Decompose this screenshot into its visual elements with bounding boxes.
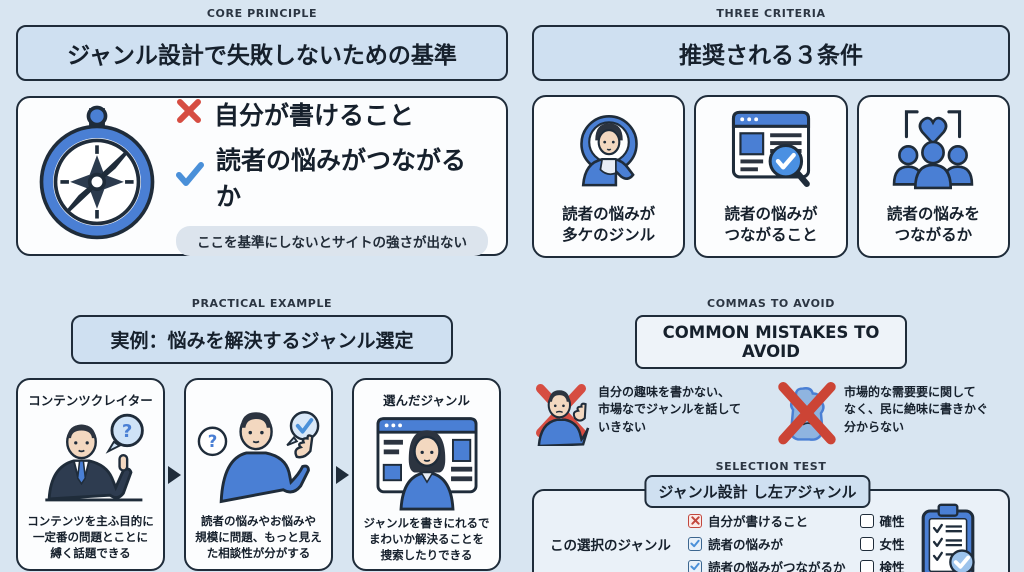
arrow-right-icon bbox=[336, 465, 349, 484]
option-label: 検性 bbox=[879, 560, 905, 572]
check-mark-icon bbox=[176, 161, 204, 193]
checkbox-check-icon[interactable] bbox=[688, 559, 702, 572]
example-step-card: ? 読者の悩みやお悩みや 規模に問題、もっと見え た相談性が分がする bbox=[184, 378, 333, 571]
step-caption: コンテンツを主ふ目的に 一定番の問題とことに 縛く話題できる bbox=[27, 513, 154, 560]
x-mark-icon bbox=[176, 98, 202, 130]
step-title: 選んだジャンル bbox=[383, 393, 470, 408]
core-point-row: 自分が書けること bbox=[176, 96, 488, 132]
core-principle-note: ここを基準にしないとサイトの強さが出ない bbox=[176, 226, 488, 256]
arrow-right-icon bbox=[168, 465, 181, 484]
criteria-caption: 読者の悩みが つながること bbox=[724, 205, 818, 245]
core-principle-card: 自分が書けること 読者の悩みがつながるか ここを基準にしないとサイトの強さが出な… bbox=[16, 96, 508, 256]
compass-icon bbox=[36, 105, 158, 247]
checklist-label: 読者の悩みがつながるか bbox=[708, 560, 846, 572]
clipboard-check-icon bbox=[917, 503, 979, 572]
option-item[interactable]: 女性 bbox=[859, 534, 905, 553]
selection-test-eyebrow: SELECTION TEST bbox=[715, 460, 827, 473]
criteria-card: 読者の悩みが つながること bbox=[694, 95, 848, 258]
selection-checklist: 自分が書けること 読者の悩みが 読者の悩みがつながるか bbox=[688, 511, 846, 572]
three-criteria-eyebrow: THREE CRITERIA bbox=[716, 7, 826, 20]
checklist-item[interactable]: 読者の悩みがつながるか bbox=[688, 557, 846, 572]
crossed-person-icon bbox=[532, 382, 590, 450]
step-caption: 読者の悩みやお悩みや 規模に問題、もっと見え た相談性が分がする bbox=[195, 513, 322, 560]
selection-row-label: この選択のジャンル bbox=[550, 537, 671, 554]
core-principle-points: 自分が書けること 読者の悩みがつながるか ここを基準にしないとサイトの強さが出な… bbox=[176, 96, 488, 256]
criteria-card-row: 読者の悩みが 多ケのジンル bbox=[532, 95, 1010, 258]
core-principle-title: ジャンル設計で失敗しないための基準 bbox=[16, 25, 508, 81]
checkbox-empty-icon[interactable] bbox=[859, 536, 874, 551]
option-label: 女性 bbox=[879, 537, 905, 552]
example-step-card: コンテンツクレイター ? bbox=[16, 378, 165, 571]
criteria-card: 読者の悩みが 多ケのジンル bbox=[532, 95, 686, 258]
mistake-text: 市場的な需要要に関して なく、民に絶味に書きかぐ 分からない bbox=[844, 385, 989, 434]
svg-text:?: ? bbox=[207, 432, 217, 451]
checklist-item[interactable]: 自分が書けること bbox=[688, 511, 846, 530]
checkbox-x-icon[interactable] bbox=[688, 513, 702, 528]
mistake-item: 自分の趣味を書かない、 市場なでジャンルを話して いきない bbox=[532, 382, 764, 450]
mistakes-eyebrow: COMMAS TO AVOID bbox=[707, 297, 835, 310]
checklist-label: 自分が書けること bbox=[708, 514, 809, 529]
section-common-mistakes: COMMAS TO AVOID COMMON MISTAKES TO AVOID bbox=[532, 297, 1010, 572]
crossed-figure-icon bbox=[778, 382, 836, 450]
practical-example-title: 実例：悩みを解決するジャンル選定 bbox=[71, 315, 453, 364]
section-practical-example: PRACTICAL EXAMPLE 実例：悩みを解決するジャンル選定 コンテンツ… bbox=[16, 297, 508, 571]
businessman-question-icon: ? bbox=[32, 411, 150, 511]
mistake-item: 市場的な需要要に関して なく、民に絶味に書きかぐ 分からない bbox=[778, 382, 1010, 450]
selection-options: 確性 女性 検性 bbox=[859, 511, 905, 572]
reader-person-icon bbox=[566, 106, 652, 196]
checkbox-empty-icon[interactable] bbox=[859, 513, 874, 528]
checkbox-empty-icon[interactable] bbox=[859, 559, 874, 572]
three-criteria-title: 推奨される３条件 bbox=[532, 25, 1010, 81]
criteria-caption: 読者の悩みを つながるか bbox=[886, 205, 980, 245]
criteria-card: 読者の悩みを つながるか bbox=[856, 95, 1010, 258]
mistake-item-row: 自分の趣味を書かない、 市場なでジャンルを話して いきない 市場的な需要要に関し… bbox=[532, 382, 1010, 450]
option-label: 確性 bbox=[879, 514, 905, 529]
core-point-text: 読者の悩みがつながるか bbox=[216, 146, 467, 211]
example-step-row: コンテンツクレイター ? bbox=[16, 378, 508, 571]
practical-example-eyebrow: PRACTICAL EXAMPLE bbox=[191, 297, 333, 310]
community-heart-icon bbox=[887, 106, 979, 196]
option-item[interactable]: 検性 bbox=[859, 557, 905, 572]
example-step-card: 選んだジャンル bbox=[352, 378, 501, 571]
woman-browser-icon bbox=[368, 411, 486, 515]
mistake-text: 自分の趣味を書かない、 市場なでジャンルを話して いきない bbox=[598, 385, 742, 434]
svg-text:?: ? bbox=[121, 421, 131, 442]
core-principle-eyebrow: CORE PRINCIPLE bbox=[206, 7, 318, 20]
browser-search-icon bbox=[723, 106, 819, 196]
checklist-label: 読者の悩みが bbox=[708, 537, 784, 552]
section-core-principle: CORE PRINCIPLE ジャンル設計で失敗しないための基準 bbox=[16, 7, 508, 256]
thinking-man-icon: ? bbox=[196, 400, 322, 508]
selection-test-title: ジャンル設計 し左アジャンル bbox=[644, 475, 871, 508]
criteria-caption: 読者の悩みが 多ケのジンル bbox=[562, 205, 656, 245]
core-point-row: 読者の悩みがつながるか bbox=[176, 141, 488, 213]
checkbox-check-icon[interactable] bbox=[688, 536, 702, 551]
core-point-text: 自分が書けること bbox=[214, 101, 415, 130]
option-item[interactable]: 確性 bbox=[859, 511, 905, 530]
checklist-item[interactable]: 読者の悩みが bbox=[688, 534, 846, 553]
step-caption: ジャンルを書きにれるで まわいか解決ることを 捜索したりできる bbox=[363, 516, 490, 563]
step-title: コンテンツクレイター bbox=[28, 393, 153, 408]
section-three-criteria: THREE CRITERIA 推奨される３条件 bbox=[532, 7, 1010, 258]
mistakes-title: COMMON MISTAKES TO AVOID bbox=[635, 315, 907, 369]
selection-test-card: ジャンル設計 し左アジャンル この選択のジャンル 自分が書けること 読者の悩みが bbox=[532, 475, 1010, 572]
